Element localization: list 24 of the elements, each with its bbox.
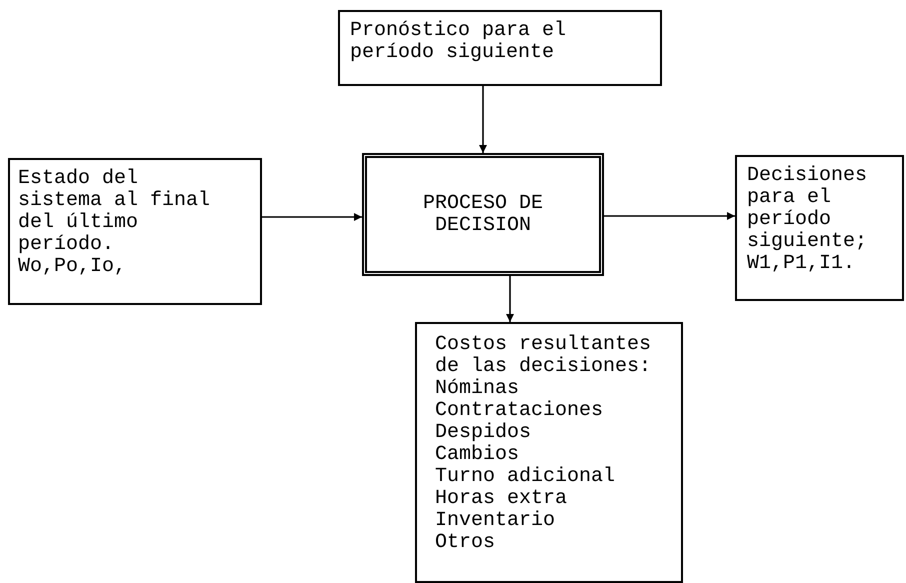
box-text: Estado del sistema al final del último período.	[18, 168, 210, 256]
box-text: Despidos	[435, 422, 532, 444]
text-box	[415, 322, 683, 583]
arrow	[262, 213, 362, 221]
process-box	[362, 153, 604, 276]
text-box	[338, 10, 662, 86]
box-text: Nóminas	[435, 378, 520, 400]
box-text: Wo,Po,Io,	[18, 256, 128, 278]
box-text: W1,P1,I1.	[747, 253, 856, 275]
box-text: Otros	[435, 532, 496, 554]
arrow	[604, 212, 735, 220]
arrow	[506, 276, 514, 322]
text-box	[735, 155, 904, 301]
arrow	[479, 86, 487, 153]
box-text: Contrataciones	[435, 400, 604, 422]
box-text: Horas extra	[435, 488, 568, 510]
box-text: Pronóstico para el período siguiente	[350, 20, 568, 64]
box-text: Costos resultantes de las decisiones:	[435, 334, 652, 378]
box-text: Decisiones para el período siguiente;	[747, 165, 868, 253]
process-label: PROCESO DE DECISION	[422, 192, 544, 236]
text-box	[8, 158, 262, 305]
box-text: Inventario	[435, 510, 556, 532]
box-text: Turno adicional	[435, 466, 616, 488]
box-text: Cambios	[435, 444, 520, 466]
